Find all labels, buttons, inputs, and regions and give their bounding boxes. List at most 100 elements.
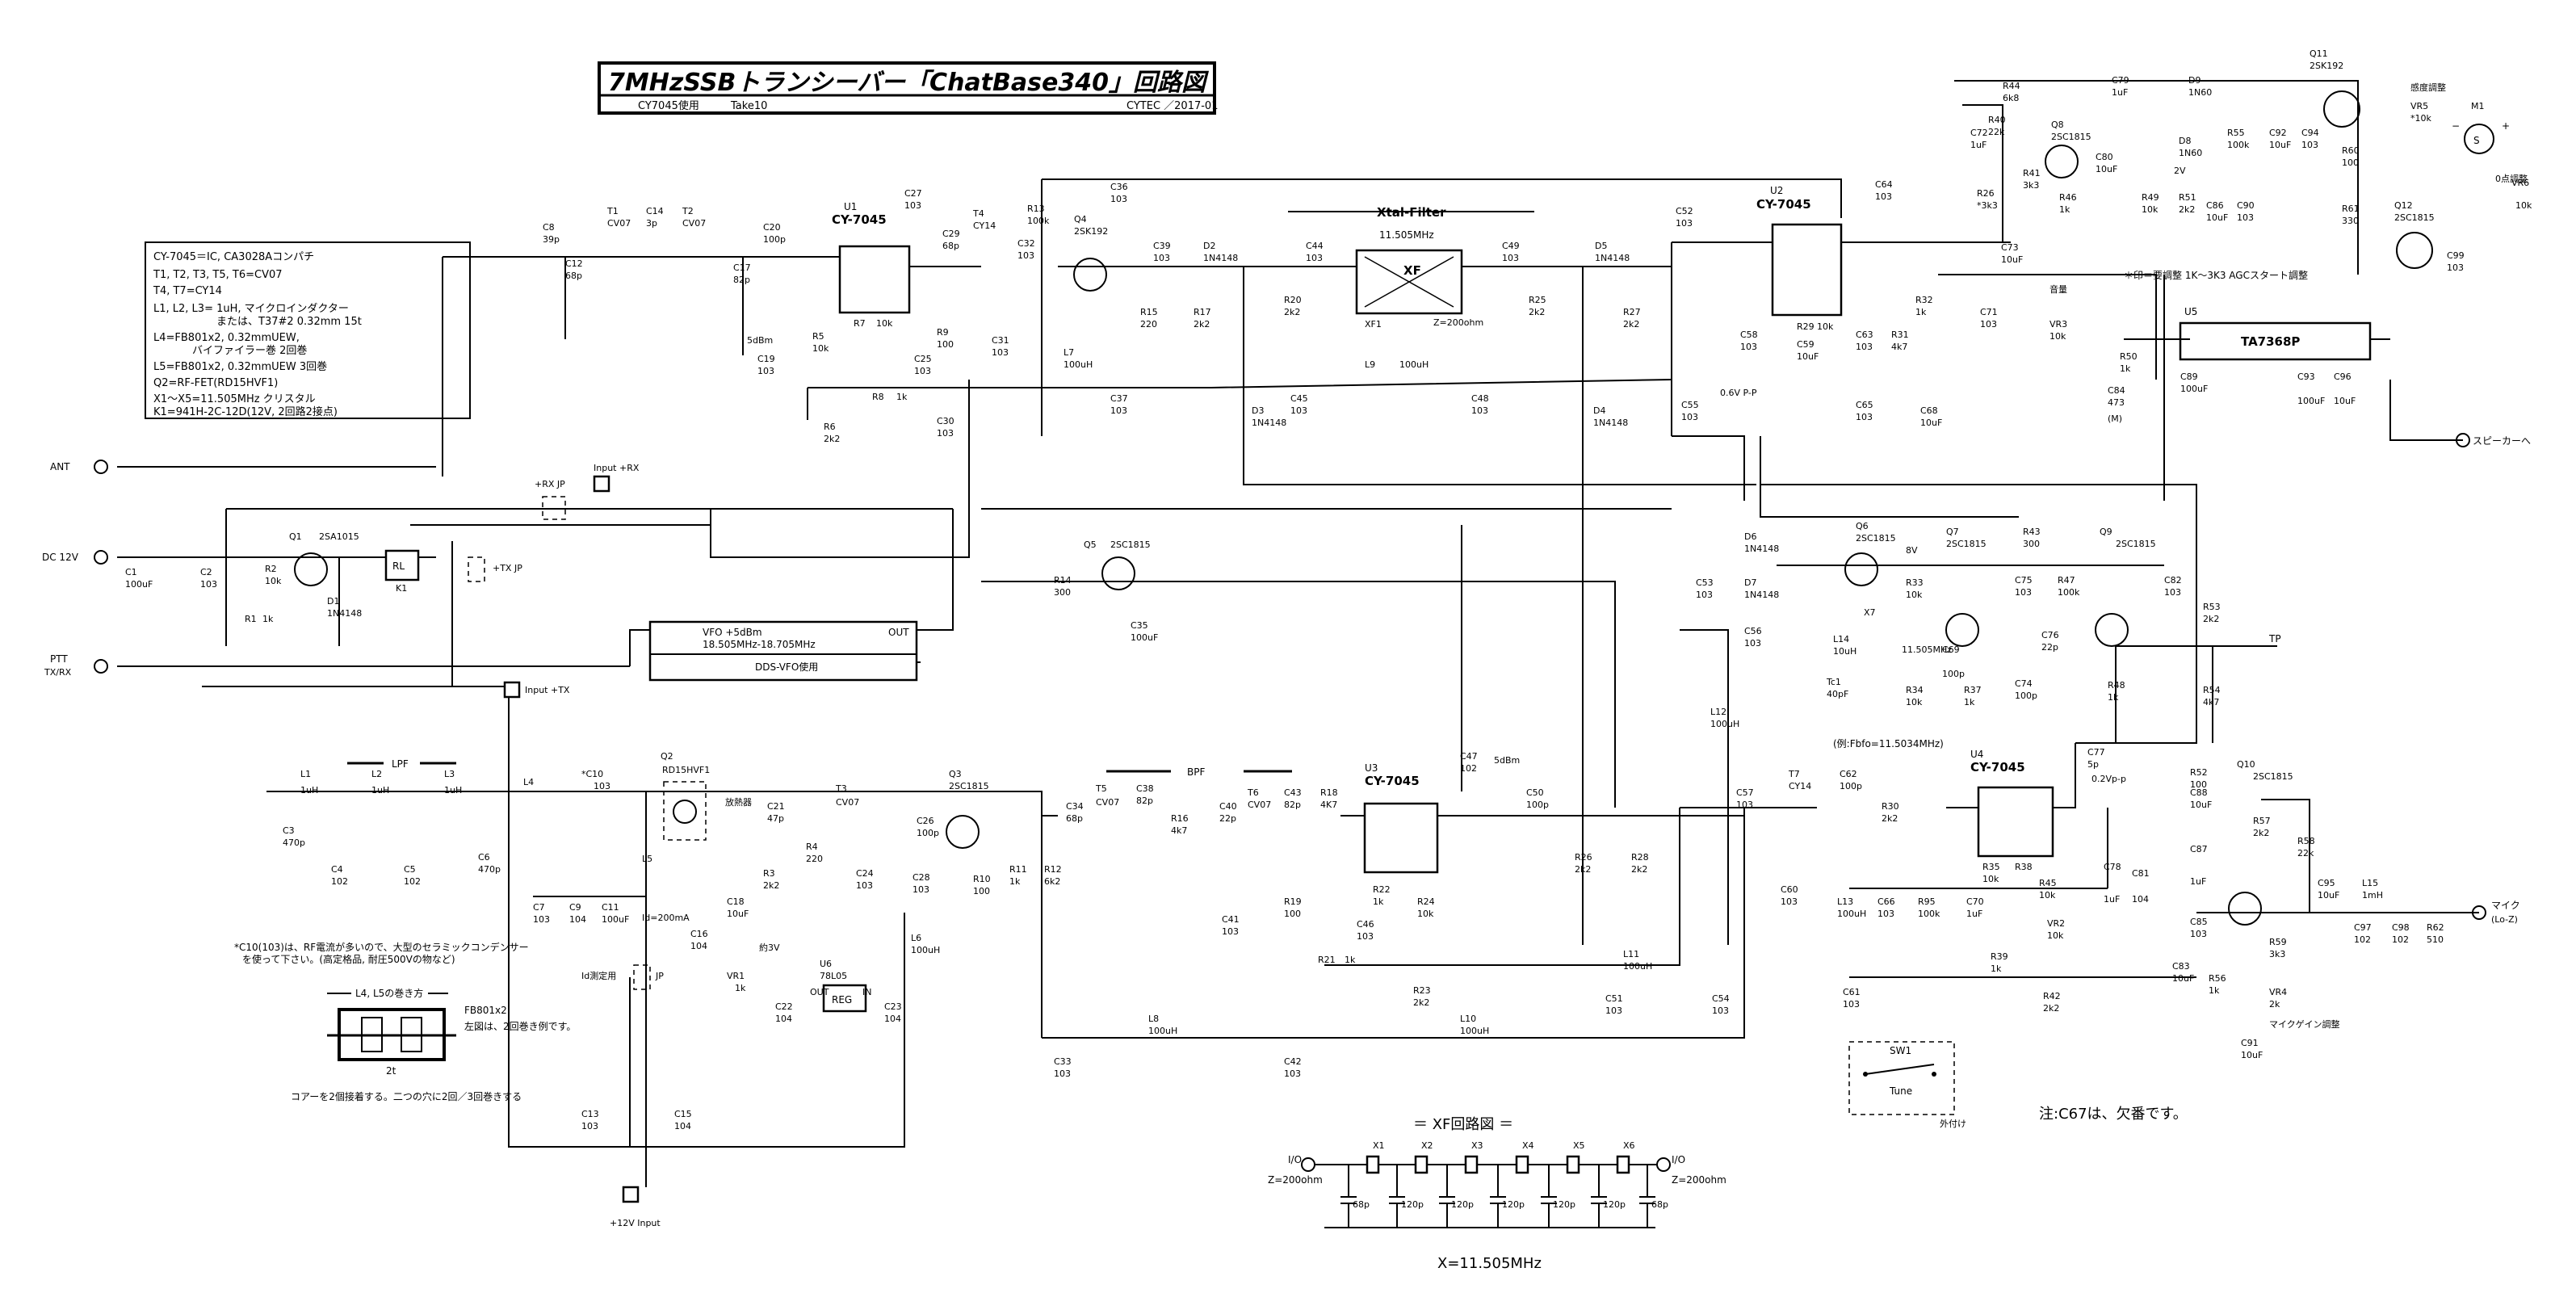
component-label: C92 — [2269, 128, 2287, 138]
component-label: 40pF — [1827, 689, 1848, 699]
component-label: Id=200mA — [642, 913, 690, 923]
crystal-symbol — [1414, 1155, 1429, 1174]
component-label: C21 — [767, 801, 785, 812]
xf-io-right — [1656, 1157, 1671, 1172]
component-label: 10k — [876, 318, 893, 329]
component-label: C40 — [1219, 801, 1237, 812]
component-label: 10k — [2049, 331, 2066, 342]
transistor-q2-heatsink — [663, 781, 707, 841]
component-label: R59 — [2269, 937, 2287, 947]
component-label: R26 — [1575, 852, 1592, 863]
component-label: R55 — [2227, 128, 2245, 138]
component-label: CY14 — [1789, 781, 1811, 791]
component-label: 1k — [1964, 697, 1975, 707]
mic-connector — [2472, 905, 2486, 920]
crystal-symbol — [1515, 1155, 1529, 1174]
component-label: C54 — [1712, 993, 1730, 1004]
component-label: R54 — [2203, 685, 2221, 695]
component-label: R29 — [1797, 321, 1815, 332]
component-label: R27 — [1623, 307, 1641, 317]
component-label: C5 — [404, 864, 416, 875]
input-rx-label: Input +RX — [594, 463, 640, 473]
c10-note: を使って下さい。(高定格品, 耐圧500Vの物など) — [242, 953, 455, 965]
xf-io-left-label: I/O — [1288, 1154, 1302, 1165]
transistor-q10 — [2228, 892, 2262, 926]
component-label: C55 — [1681, 400, 1699, 410]
component-label: 103 — [533, 914, 550, 925]
component-label: Q9 — [2100, 527, 2112, 537]
xf-subcircuit: ＝ XF回路図 ＝ I/O Z=200ohm I/O Z=200ohm X=11… — [1268, 1116, 1726, 1272]
component-label: C28 — [913, 872, 930, 883]
component-label: C62 — [1840, 769, 1857, 779]
component-label: 100uH — [1710, 719, 1739, 729]
component-label: 4k7 — [1171, 825, 1187, 836]
component-label: C85 — [2190, 917, 2208, 927]
component-label: R3 — [763, 868, 775, 879]
component-label: X6 — [1623, 1140, 1635, 1151]
component-label: (M) — [2108, 414, 2122, 424]
component-label: 6k2 — [1044, 876, 1060, 887]
component-label: L15 — [2362, 878, 2378, 888]
component-label: 100p — [1526, 800, 1549, 810]
component-label: 2SC1815 — [1946, 539, 1987, 549]
component-label: C33 — [1054, 1056, 1072, 1067]
component-labels: C839pC1268pT1CV07C143pT2CV07C1782pC20100… — [125, 48, 2532, 1210]
input-tx-label: Input +TX — [525, 685, 570, 695]
transistor-q7 — [1945, 613, 1979, 647]
component-label: 120p — [1401, 1199, 1424, 1210]
ptt-sub-label: TX/RX — [44, 667, 72, 678]
component-label: 1N4148 — [1203, 253, 1238, 263]
component-label: 8V — [1906, 545, 1918, 556]
component-label: C72 — [1970, 128, 1988, 138]
component-label: 220 — [1140, 319, 1157, 330]
component-label: 1k — [1991, 963, 2002, 974]
component-label: 2k2 — [2043, 1003, 2059, 1014]
bpf-label: BPF — [1187, 766, 1205, 778]
legend-line: Q2=RF-FET(RD15HVF1) — [153, 377, 278, 389]
component-label: C17 — [733, 262, 751, 273]
component-label: 10k — [1906, 697, 1923, 707]
component-label: C27 — [904, 188, 922, 199]
component-label: R22 — [1373, 884, 1391, 895]
component-label: C32 — [1017, 238, 1035, 249]
ic-u6: REG — [822, 984, 867, 1013]
component-label: CY14 — [973, 220, 996, 231]
component-label: C74 — [2015, 678, 2033, 689]
legend-line: T1, T2, T3, T5, T6=CV07 — [153, 269, 283, 281]
component-label: K1 — [396, 583, 407, 594]
component-label: R48 — [2108, 680, 2125, 691]
component-label: L9 — [1365, 359, 1375, 370]
component-label: 103 — [1781, 896, 1798, 907]
ic-ref: U2 — [1770, 185, 1783, 196]
component-label: C25 — [914, 354, 932, 364]
transistor-q8 — [2045, 145, 2079, 178]
component-label: C45 — [1290, 393, 1308, 404]
component-label: R95 — [1918, 896, 1936, 907]
tp-label: TP — [2268, 633, 2281, 644]
component-label: C44 — [1306, 241, 1324, 251]
component-label: 2k2 — [1413, 997, 1429, 1008]
sw1-box: SW1 Tune 外付け — [1848, 1041, 1966, 1129]
tx-jumper — [468, 556, 485, 582]
crystal-symbol — [1566, 1155, 1580, 1174]
component-label: 音量 — [2049, 283, 2067, 295]
component-label: X2 — [1421, 1140, 1433, 1151]
component-label: 10k — [1906, 590, 1923, 600]
component-label: 103 — [1357, 931, 1374, 942]
component-label: Q8 — [2051, 120, 2064, 130]
title-take: Take10 — [730, 100, 767, 112]
component-label: 10uF — [2206, 212, 2228, 223]
component-label: C76 — [2041, 630, 2059, 640]
component-label: 感度調整 — [2410, 82, 2446, 93]
component-label: R39 — [1991, 951, 2008, 962]
component-label: D9 — [2188, 75, 2201, 86]
component-label: 100uH — [911, 945, 940, 955]
ic-ref: U3 — [1365, 762, 1378, 774]
component-label: 10uF — [2241, 1050, 2263, 1060]
winding-illustration: L4, L5の巻き方 FB801x2 左図は、2回巻き例です。 2t コアーを2… — [291, 987, 576, 1102]
component-label: 5dBm — [747, 335, 773, 346]
component-label: 104 — [674, 1121, 691, 1131]
component-label: R47 — [2058, 575, 2075, 586]
component-label: R5 — [812, 331, 824, 342]
component-label: CV07 — [682, 218, 706, 229]
